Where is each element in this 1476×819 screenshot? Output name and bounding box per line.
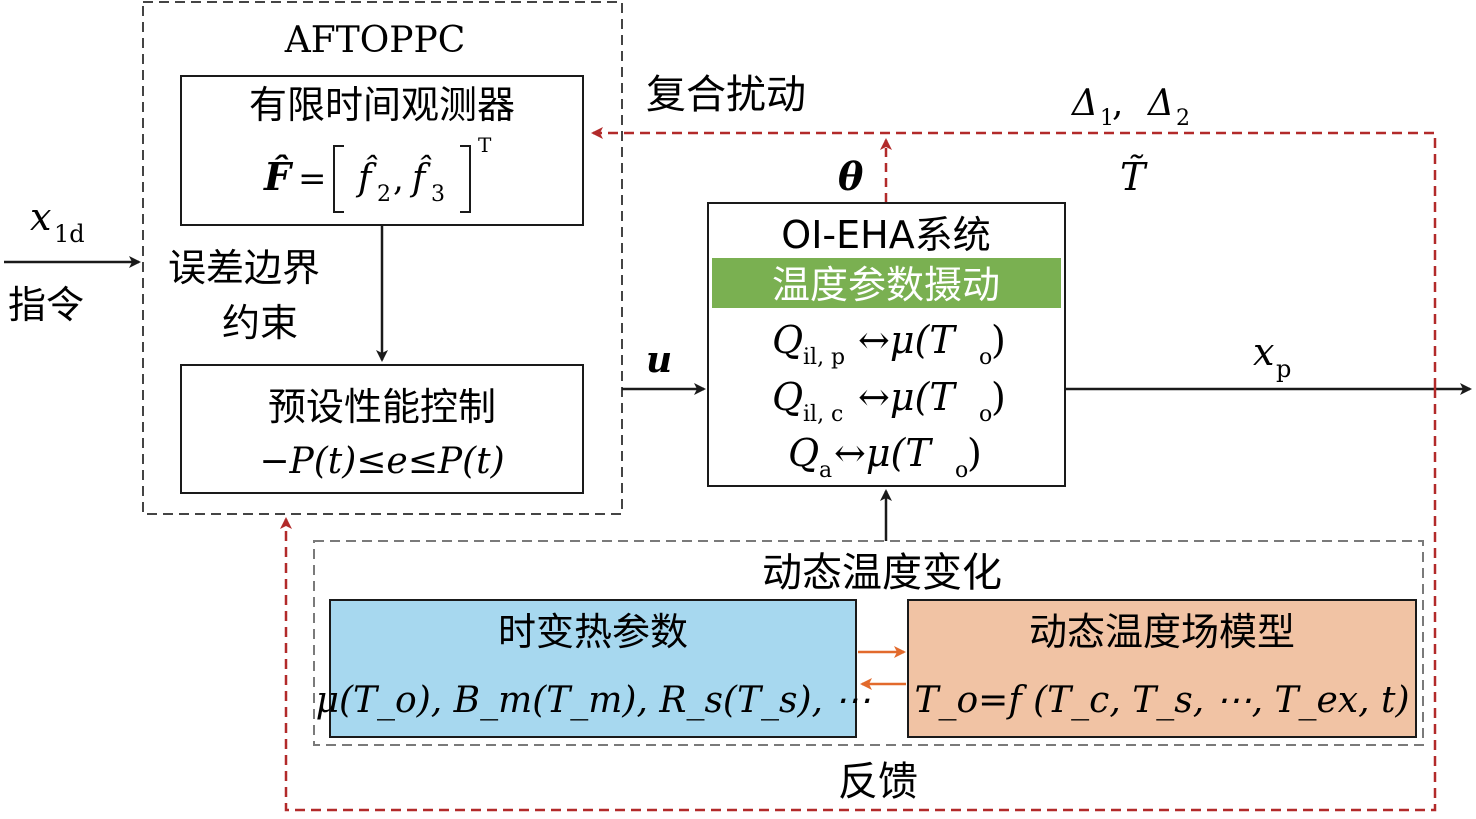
plant-row-rel-sub: o <box>955 458 968 483</box>
plant-row-rel-sub: o <box>979 402 992 427</box>
control-signal-label: u <box>646 339 672 381</box>
observer-equals: = <box>298 159 327 199</box>
plant-row-close: ) <box>991 318 1006 362</box>
disturbance-label: 复合扰动 <box>646 72 806 118</box>
delta2-symbol: Δ <box>1146 83 1174 124</box>
plant-row-rel: ↔μ(T <box>834 431 933 475</box>
plant-row-rel: ↔μ(T <box>858 375 957 419</box>
delta2-sub: 2 <box>1176 106 1190 131</box>
command-subscript: 1d <box>54 220 85 248</box>
output-symbol: x <box>1253 330 1274 374</box>
observer-f2-sub: 2 <box>377 182 391 207</box>
observer-title: 有限时间观测器 <box>249 83 515 127</box>
plant-banner-text: 温度参数摄动 <box>772 263 1000 307</box>
thermal-model-title: 动态温度场模型 <box>1029 610 1295 654</box>
plant-row-close: ) <box>991 375 1006 419</box>
thermal-label: 动态温度变化 <box>762 550 1002 596</box>
error-bound-label-line2: 约束 <box>222 301 298 345</box>
feedback-path <box>280 388 1437 812</box>
observer-box <box>180 75 584 226</box>
observer-f3-sub: 3 <box>431 182 445 207</box>
plant-banner <box>712 258 1061 308</box>
thermal-params-box <box>329 599 857 738</box>
observer-bracket-right <box>460 145 471 213</box>
feedback-label: 反馈 <box>838 759 918 805</box>
thermal-model-box <box>907 599 1417 738</box>
plant-row-rel: ↔μ(T <box>858 318 957 362</box>
thermal-params-title: 时变热参数 <box>498 610 688 654</box>
plant-relation-row-1: Q il, p ↔μ(T o ) <box>772 318 1006 370</box>
observer-F-symbol: F̂ <box>263 154 294 199</box>
thermal-params-formula: μ(T_o), B_m(T_m), R_s(T_s), ⋯ <box>316 680 871 721</box>
plant-relation-row-3: Q a ↔μ(T o ) <box>788 431 982 483</box>
observer-bracket-left <box>333 145 344 213</box>
command-label: 指令 <box>8 283 84 327</box>
plant-row-q: Q <box>772 375 803 419</box>
delta1-sub: 1 <box>1100 106 1114 131</box>
theta-label: θ <box>838 154 864 199</box>
plant-row-rel-sub: o <box>979 345 992 370</box>
plant-title: OI-EHA系统 <box>781 213 990 257</box>
temperature-error-symbol: T̃ <box>1120 155 1148 199</box>
command-symbol: x <box>30 195 51 239</box>
plant-row-q: Q <box>788 431 819 475</box>
ppc-box <box>180 364 584 494</box>
ppc-title: 预设性能控制 <box>268 385 496 429</box>
plant-row-close: ) <box>967 431 982 475</box>
observer-comma: , <box>393 159 404 199</box>
delta-sep: , <box>1112 83 1123 124</box>
thermal-model-formula: T_o=f (T_c, T_s, ⋯, T_ex, t) <box>915 680 1410 721</box>
error-bound-label-line1: 误差边界 <box>168 246 320 290</box>
output-subscript: p <box>1276 355 1291 383</box>
plant-row-q: Q <box>772 318 803 362</box>
disturbance-deltas: Δ 1 , Δ 2 <box>1070 83 1190 131</box>
plant-relation-row-2: Q il, c ↔μ(T o ) <box>772 375 1006 427</box>
disturbance-feedback-path <box>591 127 1437 388</box>
ppc-formula: −P(t)≤e≤P(t) <box>259 441 504 482</box>
delta1-symbol: Δ <box>1070 83 1098 124</box>
plant-row-sub: a <box>819 458 832 483</box>
observer-transpose: T <box>478 133 492 157</box>
plant-row-sub: il, c <box>803 402 843 427</box>
plant-row-sub: il, p <box>803 345 845 370</box>
plant-box <box>707 202 1066 487</box>
controller-title: AFTOPPC <box>284 20 466 61</box>
command-input: x 1d 指令 <box>4 195 141 327</box>
